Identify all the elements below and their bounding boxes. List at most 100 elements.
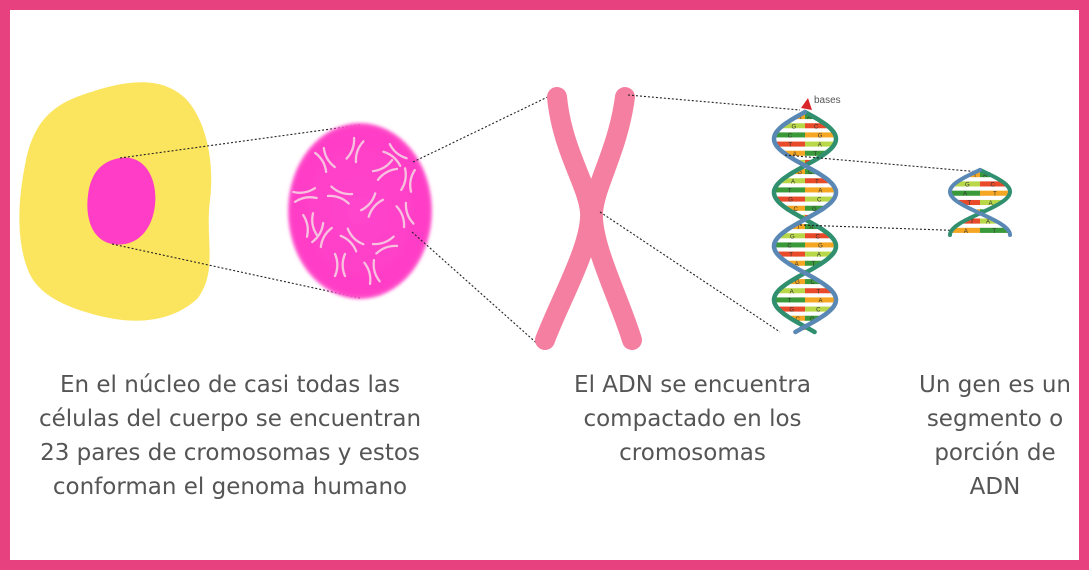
helix-small-rung (980, 172, 990, 178)
helix-small-base-letter: A (964, 229, 968, 235)
helix-small-rung (958, 199, 980, 206)
helix-big-rung (788, 260, 805, 266)
helix-small-rung (980, 181, 1006, 187)
helix-small-rung (980, 218, 996, 224)
helix-big-base-letter: G (790, 234, 795, 240)
helix-small-base-letter: T (970, 220, 974, 226)
helix-big-rung (790, 315, 805, 321)
helix-big-base-letter: G (788, 198, 793, 204)
helix-small-rung (950, 190, 980, 196)
caption-genome: En el núcleo de casi todas las células d… (38, 372, 422, 500)
helix-big-rung (805, 169, 816, 175)
helix-big-rung (805, 196, 834, 202)
helix-small-base-letter: T (973, 173, 977, 179)
helix-small-strand (948, 168, 1012, 237)
helix-big-base-letter: C (814, 124, 819, 130)
helix-big-rung (805, 224, 818, 230)
helix-small-rung (964, 218, 980, 224)
helix-big-base-letter: A (817, 253, 821, 259)
helix-big-base-letter: C (793, 207, 798, 213)
helix-big-rung (805, 306, 832, 312)
helix-big-base-letter: T (788, 298, 792, 304)
helix-big-base-letter: A (795, 262, 799, 268)
helix-small-base-letter: A (986, 220, 990, 226)
helix-big-rung (805, 233, 831, 239)
helix-big-base-letter: T (788, 143, 792, 149)
helix-big-rung (805, 297, 836, 303)
helix-big-rung (805, 315, 820, 321)
helix-big-base-letter: T (817, 289, 821, 295)
helix-small-base-letter: T (993, 192, 997, 198)
helix-big-base-letter: A (791, 179, 795, 185)
helix-big-rung (805, 141, 835, 147)
helix-big-base-letter: C (816, 234, 821, 240)
helix-big-base-letter: C (796, 317, 801, 323)
helix-big-base-letter: C (817, 198, 822, 204)
helix-big-base-letter: C (788, 133, 793, 139)
helix-big-rung (778, 306, 805, 312)
helix-big-rung (782, 123, 805, 129)
helix-big-rung (778, 288, 805, 294)
helix-big-rung (774, 297, 805, 303)
helix-small-base-letter: A (989, 201, 993, 207)
helix-big-rung (805, 187, 836, 193)
helix-big-rung (805, 279, 820, 285)
helix-big-rung (805, 132, 836, 138)
helix-small-base-letter: T (968, 201, 972, 207)
zoom-lines-nucleus (111, 124, 361, 299)
helix-big-base-letter: G (797, 170, 802, 176)
helix-big-rung (805, 288, 832, 294)
helix-big-rung (784, 150, 805, 156)
nucleus (87, 157, 156, 245)
helix-small-rung (980, 190, 1010, 196)
helix-big-base-letter: T (797, 225, 801, 231)
helix-small-rung (980, 199, 1002, 206)
helix-small-base-letter: G (965, 182, 970, 188)
helix-big-rung (805, 178, 829, 184)
helix-big-base-letter: C (808, 170, 813, 176)
caption-dna: El ADN se encuentra compactado en los cr… (574, 372, 811, 466)
helix-small-strand (948, 168, 1012, 237)
helix-big-rung (805, 150, 826, 156)
helix-big-base-letter: C (787, 243, 792, 249)
helix-small-rung (951, 227, 980, 233)
bases-arrow-icon (801, 98, 812, 110)
helix-big-rung (790, 279, 805, 285)
helix-big-base-letter: A (809, 225, 813, 231)
helix-big-rung (776, 196, 805, 202)
helix-small-base-letter: A (983, 173, 987, 179)
helix-big-base-letter: C (810, 280, 815, 286)
helix-big-rung (786, 205, 805, 211)
zoom-lines-chromosome (411, 91, 559, 348)
helix-small-rung (980, 227, 1009, 233)
helix-big-base-letter: G (789, 308, 794, 314)
helix-big-rung (805, 123, 828, 129)
helix-big-base-letter: G (810, 317, 815, 323)
helix-big-strand (771, 109, 839, 335)
helix-big-rung (779, 233, 805, 239)
helix-big-rung (777, 251, 805, 257)
helix-big-base-letter: G (812, 207, 817, 213)
helix-big-base-letter: T (813, 152, 817, 158)
zoom-lines-gene (784, 154, 1001, 233)
bases-label: bases (814, 95, 841, 106)
helix-big-base-letter: G (818, 133, 823, 139)
helix-small-base-letter: T (992, 229, 996, 235)
helix-big-rung (775, 141, 805, 147)
helix-small-base-letter: C (991, 182, 996, 188)
caption-gene: Un gen es un segmento o porción de ADN (919, 372, 1071, 500)
helix-big-base-letter: A (818, 298, 822, 304)
helix-big-base-letter: T (799, 115, 803, 121)
nucleus-zoom-icon (288, 123, 432, 299)
helix-big-rung (774, 242, 805, 248)
helix-big-base-letter: A (793, 152, 797, 158)
helix-big-base-letter: A (807, 115, 811, 121)
helix-big-base-letter: T (788, 188, 792, 194)
helix-big-rung (805, 251, 833, 257)
helix-big-rung (794, 169, 805, 175)
helix-small-base-letter: A (963, 192, 967, 198)
helix-big-base-letter: T (789, 253, 793, 259)
